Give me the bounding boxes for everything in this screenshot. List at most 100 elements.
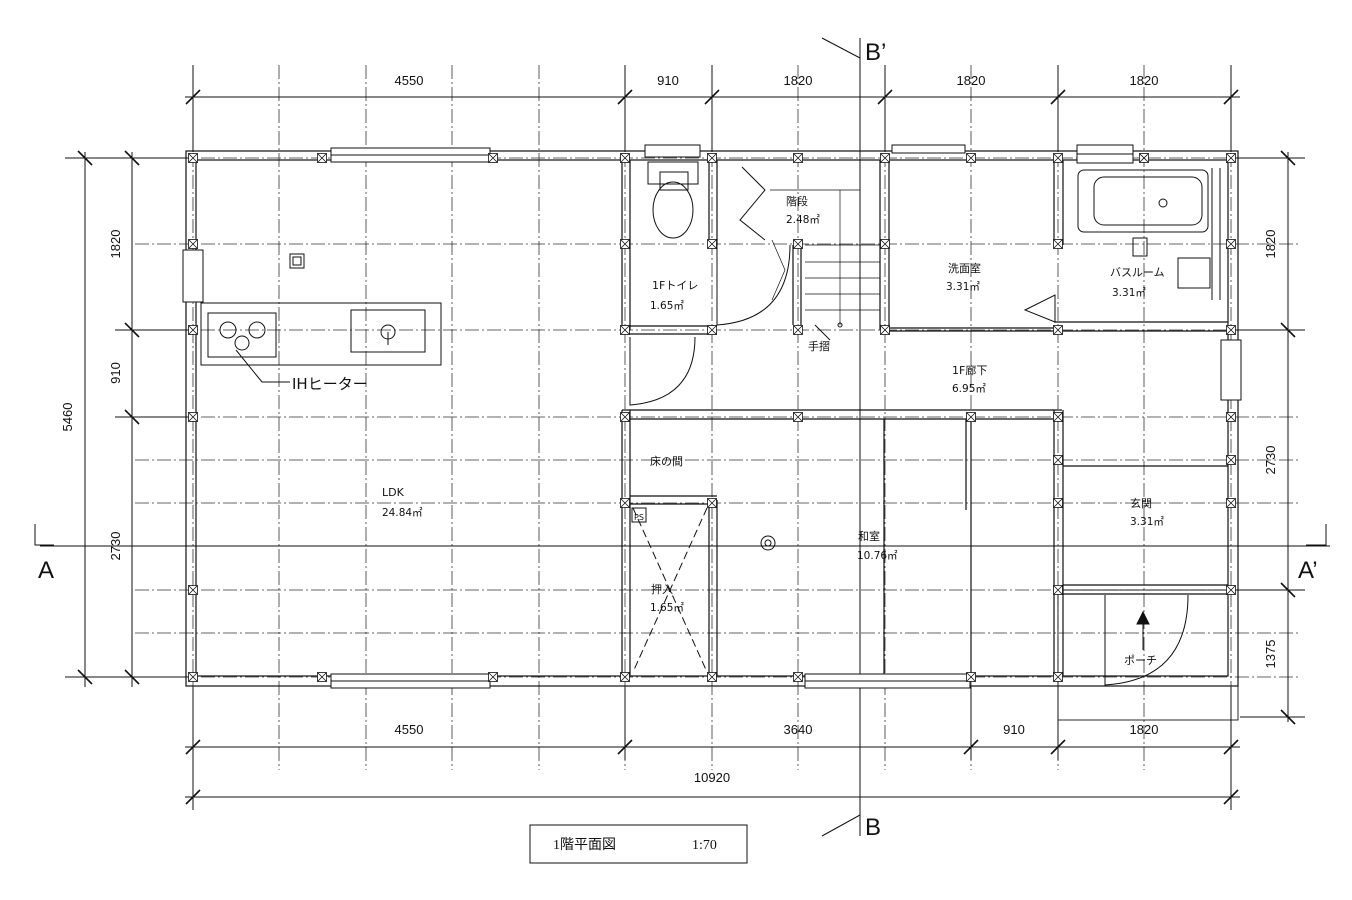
column-post — [880, 239, 890, 249]
dim-left-total: 5460 — [60, 403, 75, 432]
column-post — [188, 239, 198, 249]
room-genkan-name: 玄関 — [1130, 496, 1152, 510]
column-post — [1053, 585, 1063, 595]
column-post — [1226, 325, 1236, 335]
dim-right-3: 1375 — [1263, 640, 1278, 669]
column-post — [793, 239, 803, 249]
column-post — [620, 412, 630, 422]
column-post — [188, 325, 198, 335]
column-post — [966, 412, 976, 422]
column-post — [488, 153, 498, 163]
column-post — [1053, 498, 1063, 508]
column-post — [1226, 585, 1236, 595]
column-post — [1226, 412, 1236, 422]
column-post — [880, 325, 890, 335]
column-post — [1053, 325, 1063, 335]
room-oshiire-name: 押入 — [651, 582, 673, 596]
room-washitsu-name: 和室 — [858, 529, 880, 543]
column-post — [317, 153, 327, 163]
column-post — [1226, 153, 1236, 163]
room-labels: LDK 24.84㎡ 1Fトイレ 1.65㎡ 階段 2.48㎡ 洗面室 3.31… — [292, 194, 1165, 667]
dim-top-1: 4550 — [395, 73, 424, 88]
section-a-right: A’ — [1298, 557, 1318, 584]
column-post — [707, 672, 717, 682]
room-bathroom-name: バスルーム — [1110, 266, 1165, 279]
dim-left-1: 1820 — [108, 230, 123, 259]
windows — [182, 144, 1242, 689]
column-post — [620, 325, 630, 335]
room-ldk-name: LDK — [382, 486, 405, 499]
column-post — [1226, 498, 1236, 508]
room-porch-name: ポーチ — [1124, 654, 1157, 667]
dim-bottom-1: 4550 — [395, 722, 424, 737]
column-post — [188, 412, 198, 422]
column-post — [966, 672, 976, 682]
dim-right-1: 1820 — [1263, 230, 1278, 259]
column-post — [188, 585, 198, 595]
room-bathroom-area: 3.31㎡ — [1112, 287, 1146, 299]
ih-heater-label: IHヒーター — [292, 375, 368, 393]
room-toilet-area: 1.65㎡ — [650, 300, 684, 312]
dim-total: 10920 — [694, 770, 730, 785]
column-post — [707, 498, 717, 508]
column-post — [1226, 455, 1236, 465]
room-washroom-name: 洗面室 — [948, 261, 981, 275]
dim-top-3: 1820 — [784, 73, 813, 88]
column-post — [1053, 412, 1063, 422]
room-tokonoma-name: 床の間 — [650, 454, 683, 468]
column-post — [188, 672, 198, 682]
room-oshiire-area: 1.65㎡ — [650, 602, 684, 614]
column-post — [793, 412, 803, 422]
column-post — [1053, 455, 1063, 465]
column-post — [620, 239, 630, 249]
column-post — [1139, 153, 1149, 163]
room-corridor-area: 6.95㎡ — [952, 383, 986, 395]
section-markers: A A’ B’ B — [38, 39, 1318, 841]
dim-left-2: 910 — [108, 362, 123, 384]
dim-bottom-4: 1820 — [1130, 722, 1159, 737]
columns — [188, 153, 1236, 682]
column-post — [620, 672, 630, 682]
room-genkan-area: 3.31㎡ — [1130, 516, 1164, 528]
title-block: 1階平面図 1:70 — [529, 824, 748, 864]
dimension-texts: 4550 910 1820 1820 1820 4550 3640 910 18… — [60, 73, 1278, 785]
room-washroom-area: 3.31㎡ — [946, 281, 980, 293]
column-post — [317, 672, 327, 682]
dim-top-4: 1820 — [957, 73, 986, 88]
section-a-left: A — [38, 557, 54, 584]
column-post — [793, 325, 803, 335]
column-post — [707, 153, 717, 163]
column-post — [793, 153, 803, 163]
dim-top-2: 910 — [657, 73, 679, 88]
section-lines — [34, 37, 1330, 837]
column-post — [707, 325, 717, 335]
room-stairs-area: 2.48㎡ — [786, 214, 820, 226]
dim-top-5: 1820 — [1130, 73, 1159, 88]
column-post — [1226, 239, 1236, 249]
ps-label: PS — [634, 513, 644, 522]
column-post — [1053, 239, 1063, 249]
column-post — [188, 153, 198, 163]
dimension-lines — [65, 65, 1305, 810]
dim-right-2: 2730 — [1263, 446, 1278, 475]
title-name: 1階平面図 — [553, 837, 616, 853]
column-post — [488, 672, 498, 682]
fixtures — [200, 161, 1221, 686]
section-b-top: B’ — [865, 39, 886, 66]
column-post — [620, 498, 630, 508]
handrail-label: 手摺 — [808, 339, 830, 353]
column-post — [1053, 153, 1063, 163]
column-post — [1053, 672, 1063, 682]
room-toilet-name: 1Fトイレ — [652, 279, 698, 292]
column-post — [966, 153, 976, 163]
room-stairs-name: 階段 — [786, 194, 808, 208]
title-scale: 1:70 — [692, 838, 717, 853]
dim-bottom-2: 3640 — [784, 722, 813, 737]
column-post — [620, 153, 630, 163]
room-ldk-area: 24.84㎡ — [382, 507, 423, 519]
section-b-bottom: B — [865, 814, 881, 841]
column-post — [707, 239, 717, 249]
column-post — [880, 153, 890, 163]
room-washitsu-area: 10.76㎡ — [857, 550, 898, 562]
